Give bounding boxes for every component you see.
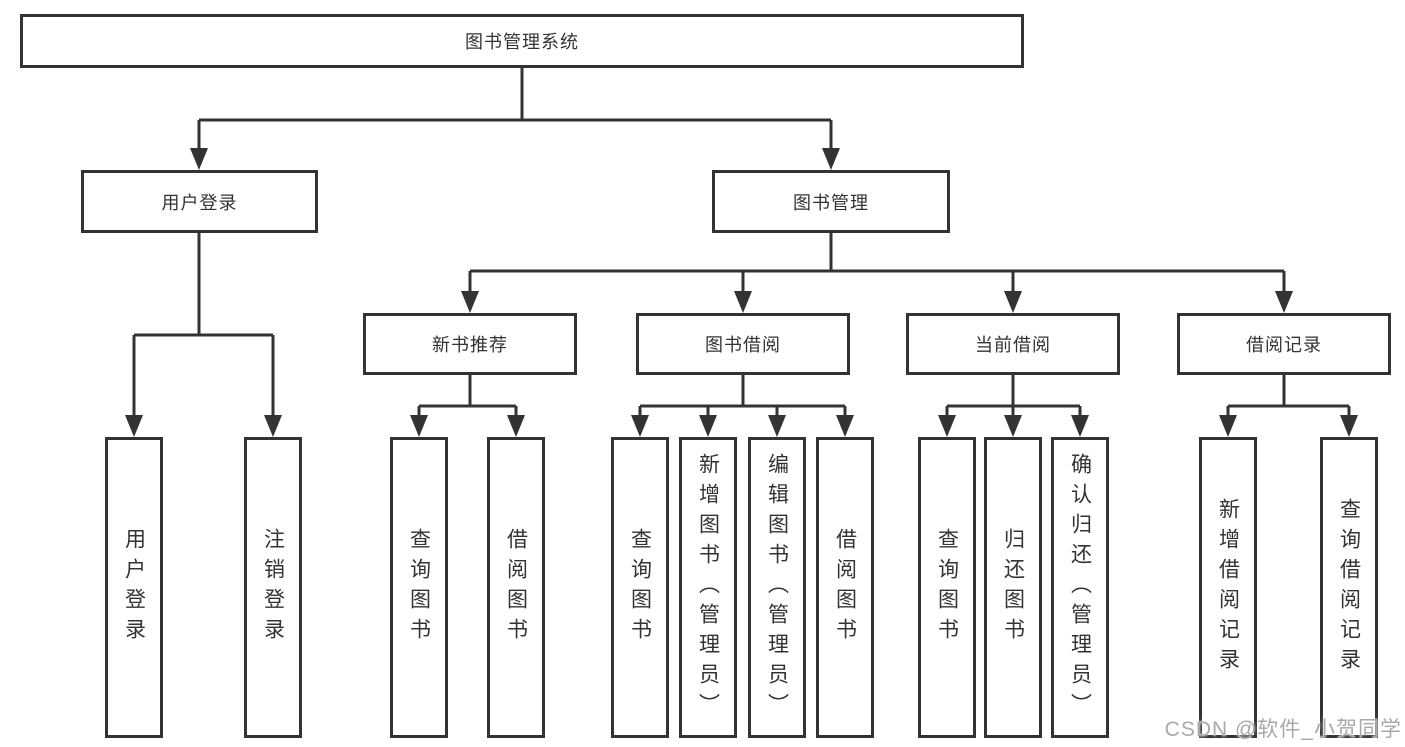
leaf-rec-query-books: 查询图书 <box>390 437 448 738</box>
connector-book-borrowing-to-leaves <box>638 375 847 419</box>
leaf-rec-borrow-books: 借阅图书 <box>487 437 545 738</box>
leaf-current-query-books-label: 查询图书 <box>935 527 959 648</box>
node-book-management: 图书管理 <box>712 170 950 233</box>
leaf-borrow-query-books-label: 查询图书 <box>628 527 652 648</box>
leaf-borrow-borrow-books-label: 借阅图书 <box>833 527 857 648</box>
node-user-login: 用户登录 <box>81 170 318 233</box>
leaf-current-confirm-return-admin: 确认归还（管理员） <box>1051 437 1109 738</box>
leaf-current-confirm-return-admin-label: 确认归还（管理员） <box>1068 452 1092 723</box>
leaf-rec-query-books-label: 查询图书 <box>407 527 431 648</box>
connector-new-book-recommend-to-leaves <box>417 375 518 419</box>
leaf-user-login: 用户登录 <box>105 437 163 738</box>
node-book-borrowing: 图书借阅 <box>636 313 850 375</box>
node-book-management-label: 图书管理 <box>793 192 869 213</box>
node-current-borrowing-label: 当前借阅 <box>975 335 1051 355</box>
leaf-records-query-borrow-record-label: 查询借阅记录 <box>1337 497 1361 678</box>
leaf-current-return-books-label: 归还图书 <box>1001 527 1025 648</box>
leaf-borrow-edit-books-admin: 编辑图书（管理员） <box>748 437 806 738</box>
leaf-borrow-add-books-admin: 新增图书（管理员） <box>679 437 737 738</box>
leaf-records-query-borrow-record: 查询借阅记录 <box>1320 437 1378 738</box>
leaf-current-return-books: 归还图书 <box>984 437 1042 738</box>
watermark: CSDN @软件_小贺同学 <box>1164 718 1402 741</box>
leaf-user-login-label: 用户登录 <box>122 527 146 648</box>
leaf-borrow-add-books-admin-label: 新增图书（管理员） <box>696 452 720 723</box>
leaf-logout-label: 注销登录 <box>261 527 285 648</box>
leaf-current-query-books: 查询图书 <box>918 437 976 738</box>
connector-root-to-branches <box>197 68 833 152</box>
leaf-borrow-borrow-books: 借阅图书 <box>816 437 874 738</box>
node-root-label: 图书管理系统 <box>465 32 579 52</box>
arrowheads <box>125 148 1358 437</box>
node-borrowing-records-label: 借阅记录 <box>1246 335 1322 355</box>
node-user-login-label: 用户登录 <box>161 192 238 213</box>
leaf-borrow-edit-books-admin-label: 编辑图书（管理员） <box>765 452 789 723</box>
connector-borrowing-records-to-leaves <box>1226 375 1351 419</box>
connector-book-management-to-groups <box>468 233 1286 295</box>
node-book-borrowing-label: 图书借阅 <box>705 335 781 355</box>
connector-user-login-to-leaves <box>132 233 275 419</box>
leaf-rec-borrow-books-label: 借阅图书 <box>504 527 528 648</box>
leaf-records-add-borrow-record: 新增借阅记录 <box>1199 437 1257 738</box>
node-new-book-recommend-label: 新书推荐 <box>432 335 508 355</box>
leaf-borrow-query-books: 查询图书 <box>611 437 669 738</box>
connector-current-borrowing-to-leaves <box>945 375 1082 419</box>
node-new-book-recommend: 新书推荐 <box>363 313 577 375</box>
node-borrowing-records: 借阅记录 <box>1177 313 1391 375</box>
leaf-logout: 注销登录 <box>244 437 302 738</box>
node-root: 图书管理系统 <box>20 14 1024 68</box>
node-current-borrowing: 当前借阅 <box>906 313 1120 375</box>
leaf-records-add-borrow-record-label: 新增借阅记录 <box>1216 497 1240 678</box>
